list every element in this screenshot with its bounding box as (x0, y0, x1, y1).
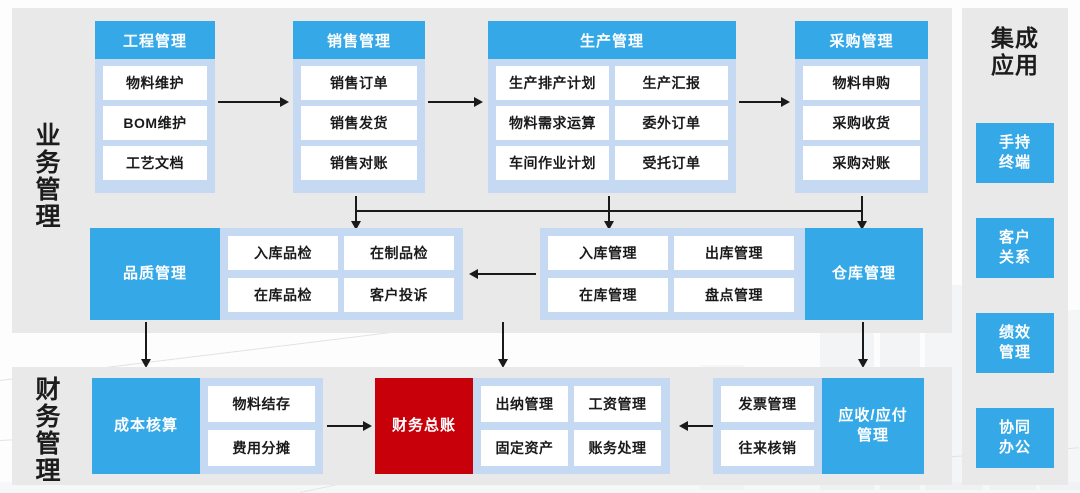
cell-settlement-writeoff[interactable]: 往来核销 (721, 430, 814, 466)
app-chip-performance-management-line2: 管理 (998, 344, 1031, 361)
module-warehouse-title[interactable]: 仓库管理 (805, 228, 923, 320)
app-chip-handheld-terminal-line1: 手持 (998, 134, 1031, 151)
cell-payroll-management[interactable]: 工资管理 (574, 386, 661, 422)
module-sales-title: 销售管理 (293, 21, 425, 59)
bus-drop-production (608, 196, 610, 224)
cell-invoice-management[interactable]: 发票管理 (721, 386, 814, 422)
arrowhead-production-to-purchasing (781, 97, 790, 107)
cell-inbound-management[interactable]: 入库管理 (548, 236, 668, 270)
integrated-apps-title-line1: 集成 (991, 25, 1039, 51)
module-engineering[interactable]: 工程管理 物料维护 BOM维护 工艺文档 (95, 21, 215, 193)
cell-customer-complaint[interactable]: 客户投诉 (344, 278, 454, 312)
app-chip-performance-management[interactable]: 绩效 管理 (976, 313, 1054, 373)
cell-bom-maintenance[interactable]: BOM维护 (103, 106, 207, 140)
cell-sales-reconciliation[interactable]: 销售对账 (301, 146, 417, 180)
arrow-warehouse-to-ledger (502, 322, 504, 362)
cell-process-document[interactable]: 工艺文档 (103, 146, 207, 180)
module-engineering-title: 工程管理 (95, 21, 215, 59)
module-production[interactable]: 生产管理 生产排产计划 生产汇报 物料需求运算 委外订单 车间作业计划 受托订单 (488, 21, 736, 193)
arrow-engineering-to-sales (218, 101, 282, 103)
module-receivable-title-line2: 管理 (856, 427, 889, 444)
module-receivable-cells[interactable]: 发票管理 往来核销 (713, 378, 822, 474)
arrowhead-warehouse-to-receivable (858, 359, 868, 368)
cell-cashier-management[interactable]: 出纳管理 (481, 386, 568, 422)
cell-wip-inspection[interactable]: 在制品检 (344, 236, 454, 270)
arrowhead-bus-drop-sales (351, 221, 361, 230)
arrowhead-receivable-to-ledger (679, 421, 688, 431)
app-chip-collaborative-office[interactable]: 协同 办公 (976, 408, 1054, 468)
module-production-title: 生产管理 (488, 21, 736, 59)
app-chip-collaborative-office-line1: 协同 (998, 419, 1031, 436)
arrowhead-sales-to-production (474, 97, 483, 107)
app-chip-handheld-terminal-line2: 终端 (998, 154, 1031, 171)
arrow-quality-to-cost (145, 322, 147, 362)
cell-purchase-reconciliation[interactable]: 采购对账 (803, 146, 920, 180)
module-receivable-title-line1: 应收/应付 (838, 407, 908, 424)
cell-material-purchase-request[interactable]: 物料申购 (803, 66, 920, 100)
cell-fixed-assets[interactable]: 固定资产 (481, 430, 568, 466)
cell-sales-delivery[interactable]: 销售发货 (301, 106, 417, 140)
module-purchasing-title: 采购管理 (795, 21, 928, 59)
integrated-apps-title: 集成 应用 (962, 25, 1068, 79)
arrow-warehouse-to-quality (478, 273, 536, 275)
arrowhead-quality-to-cost (141, 359, 151, 368)
cell-inbound-inspection[interactable]: 入库品检 (228, 236, 338, 270)
arrowhead-bus-drop-purchasing (857, 221, 867, 230)
bus-drop-purchasing (861, 196, 863, 224)
integrated-apps-title-line2: 应用 (991, 52, 1039, 78)
bus-drop-sales (355, 196, 357, 224)
cell-stock-management[interactable]: 在库管理 (548, 278, 668, 312)
cell-outsourcing-order[interactable]: 委外订单 (615, 106, 728, 140)
cell-outbound-management[interactable]: 出库管理 (674, 236, 794, 270)
module-cost-cells[interactable]: 物料结存 费用分摊 (200, 378, 323, 474)
arrow-sales-to-production (428, 101, 476, 103)
app-chip-customer-relationship-line1: 客户 (998, 229, 1031, 246)
module-receivable-title[interactable]: 应收/应付 管理 (822, 378, 924, 474)
module-general-ledger-cells[interactable]: 出纳管理 工资管理 固定资产 账务处理 (473, 378, 670, 474)
arrow-warehouse-to-receivable (862, 322, 864, 362)
business-management-label: 业务管理 (32, 122, 60, 230)
arrow-production-to-purchasing (739, 101, 783, 103)
arrowhead-cost-to-ledger (363, 421, 372, 431)
cell-entrusted-order[interactable]: 受托订单 (615, 146, 728, 180)
module-sales[interactable]: 销售管理 销售订单 销售发货 销售对账 (293, 21, 425, 193)
cell-stocktaking-management[interactable]: 盘点管理 (674, 278, 794, 312)
module-general-ledger-title[interactable]: 财务总账 (375, 378, 473, 474)
app-chip-customer-relationship[interactable]: 客户 关系 (976, 218, 1054, 278)
app-chip-collaborative-office-line2: 办公 (998, 439, 1031, 456)
cell-accounting-processing[interactable]: 账务处理 (574, 430, 661, 466)
module-warehouse-cells[interactable]: 入库管理 出库管理 在库管理 盘点管理 (540, 228, 805, 320)
module-cost-title[interactable]: 成本核算 (92, 378, 200, 474)
cell-production-schedule-plan[interactable]: 生产排产计划 (496, 66, 609, 100)
cell-workshop-operation-plan[interactable]: 车间作业计划 (496, 146, 609, 180)
app-chip-performance-management-line1: 绩效 (998, 324, 1031, 341)
module-quality-title[interactable]: 品质管理 (90, 228, 220, 320)
cell-production-report[interactable]: 生产汇报 (615, 66, 728, 100)
cell-sales-order[interactable]: 销售订单 (301, 66, 417, 100)
arrowhead-engineering-to-sales (280, 97, 289, 107)
finance-management-label: 财务管理 (32, 376, 60, 484)
arrow-cost-to-ledger (327, 425, 365, 427)
app-chip-customer-relationship-line2: 关系 (998, 249, 1031, 266)
module-purchasing[interactable]: 采购管理 物料申购 采购收货 采购对账 (795, 21, 928, 193)
cell-expense-allocation[interactable]: 费用分摊 (208, 430, 315, 466)
arrowhead-warehouse-to-ledger (498, 359, 508, 368)
cell-material-maintenance[interactable]: 物料维护 (103, 66, 207, 100)
cell-stock-inspection[interactable]: 在库品检 (228, 278, 338, 312)
cell-material-balance[interactable]: 物料结存 (208, 386, 315, 422)
arrowhead-bus-drop-production (604, 221, 614, 230)
app-chip-handheld-terminal[interactable]: 手持 终端 (976, 123, 1054, 183)
module-quality-cells[interactable]: 入库品检 在制品检 在库品检 客户投诉 (220, 228, 463, 320)
arrowhead-warehouse-to-quality (469, 269, 478, 279)
cell-material-requirement-calc[interactable]: 物料需求运算 (496, 106, 609, 140)
cell-purchase-receipt[interactable]: 采购收货 (803, 106, 920, 140)
